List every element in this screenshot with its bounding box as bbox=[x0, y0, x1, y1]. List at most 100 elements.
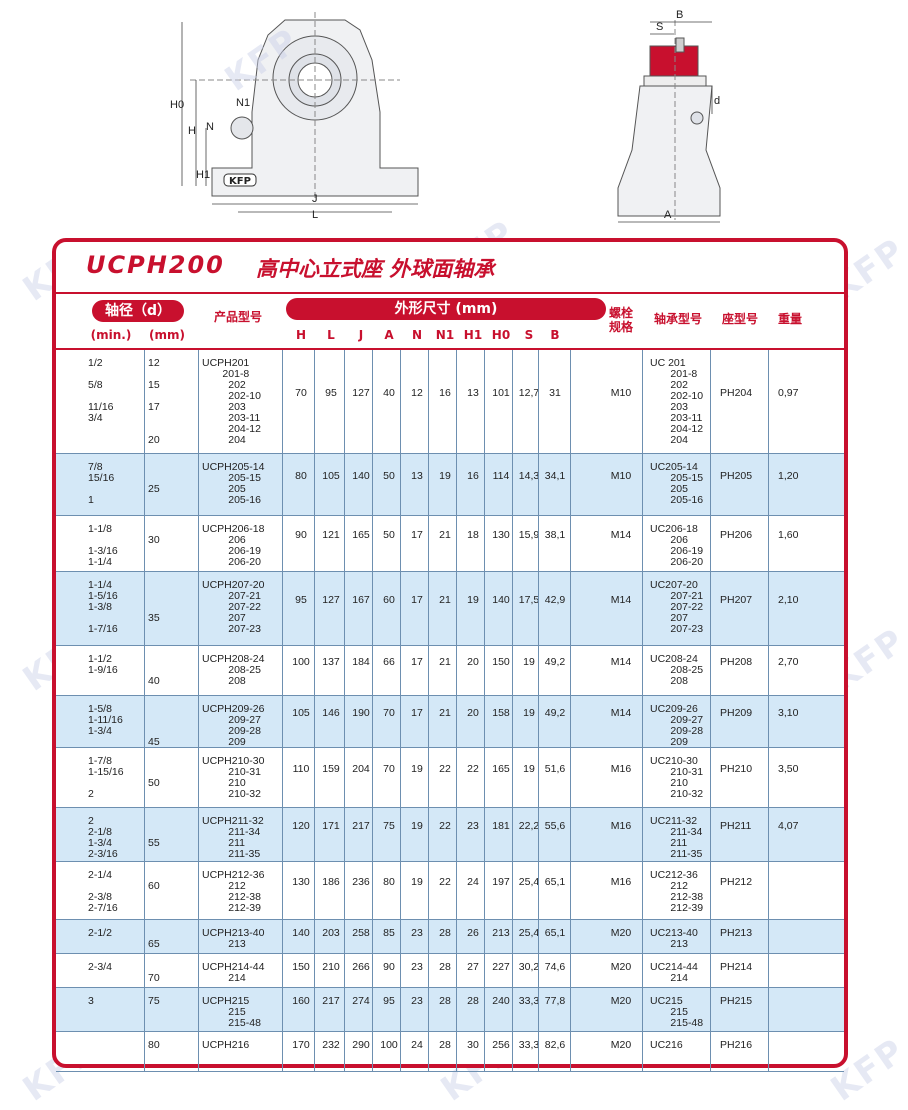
cell-s: 12,7 bbox=[518, 387, 540, 399]
cell-product: UCPH214-44 214 bbox=[202, 961, 265, 984]
column-divider bbox=[314, 350, 315, 1072]
cell-housing: PH206 bbox=[720, 529, 753, 541]
cell-n1: 28 bbox=[439, 961, 451, 973]
column-divider bbox=[512, 350, 513, 1072]
cell-n1: 28 bbox=[439, 927, 451, 939]
weight-header: 重量 bbox=[777, 312, 802, 326]
cell-h: 100 bbox=[292, 656, 310, 668]
cell-housing: PH212 bbox=[720, 876, 753, 888]
cell-bearing: UC213-40 213 bbox=[650, 927, 698, 950]
cell-weight: 1,20 bbox=[778, 470, 799, 482]
cell-bearing: UC210-30 210-31 210 210-32 bbox=[650, 755, 704, 800]
cell-bearing: UC214-44 214 bbox=[650, 961, 698, 984]
cell-h1: 18 bbox=[467, 529, 479, 541]
cell-product: UCPH201 201-8 202 202-10 203 203-11 204-… bbox=[202, 357, 261, 446]
cell-bearing: UC206-18 206 206-19 206-20 bbox=[650, 523, 704, 568]
cell-h1: 16 bbox=[467, 470, 479, 482]
cell-h: 90 bbox=[295, 529, 307, 541]
cell-mm: 50 bbox=[148, 777, 160, 789]
b-label: B bbox=[676, 9, 683, 21]
cell-n1: 16 bbox=[439, 387, 451, 399]
cell-housing: PH210 bbox=[720, 763, 753, 775]
cell-n: 13 bbox=[411, 470, 423, 482]
cell-n: 24 bbox=[411, 1039, 423, 1051]
cell-j: 266 bbox=[352, 961, 370, 973]
cell-b: 55,6 bbox=[544, 820, 566, 832]
cell-h0: 213 bbox=[492, 927, 510, 939]
cell-b: 34,1 bbox=[544, 470, 566, 482]
h1-label: H1 bbox=[196, 169, 210, 181]
n1-label: N1 bbox=[236, 97, 250, 109]
cell-h1: 24 bbox=[467, 876, 479, 888]
column-divider bbox=[282, 350, 283, 1072]
cell-weight: 3,50 bbox=[778, 763, 799, 775]
cell-h: 95 bbox=[295, 594, 307, 606]
cell-bolt: M16 bbox=[610, 820, 632, 832]
cell-l: 146 bbox=[322, 707, 340, 719]
cell-j: 184 bbox=[352, 656, 370, 668]
cell-h1: 23 bbox=[467, 820, 479, 832]
cell-mm: 55 bbox=[148, 837, 160, 849]
column-divider bbox=[710, 350, 711, 1072]
cell-l: 95 bbox=[325, 387, 337, 399]
cell-housing: PH207 bbox=[720, 594, 753, 606]
cell-h: 120 bbox=[292, 820, 310, 832]
cell-h0: 240 bbox=[492, 995, 510, 1007]
cell-j: 190 bbox=[352, 707, 370, 719]
cell-mm: 65 bbox=[148, 938, 160, 950]
cell-weight: 4,07 bbox=[778, 820, 799, 832]
column-divider bbox=[768, 350, 769, 1072]
cell-a: 70 bbox=[383, 707, 395, 719]
cell-n1: 21 bbox=[439, 707, 451, 719]
front-view-drawing bbox=[190, 12, 419, 200]
cell-bolt: M14 bbox=[610, 594, 632, 606]
column-divider bbox=[456, 350, 457, 1072]
title-bar: UCPH200 高中心立式座 外球面轴承 bbox=[56, 242, 844, 294]
cell-l: 217 bbox=[322, 995, 340, 1007]
cell-b: 49,2 bbox=[544, 656, 566, 668]
cell-inch: 1-1/8 1-3/16 1-1/4 bbox=[88, 523, 118, 568]
cell-inch: 2-3/4 bbox=[88, 961, 112, 973]
cell-product: UCPH205-14 205-15 205 205-16 bbox=[202, 461, 265, 506]
cell-housing: PH215 bbox=[720, 995, 753, 1007]
cell-b: 82,6 bbox=[544, 1039, 566, 1051]
cell-n: 17 bbox=[411, 656, 423, 668]
cell-a: 50 bbox=[383, 470, 395, 482]
j-label: J bbox=[312, 193, 318, 205]
cell-a: 95 bbox=[383, 995, 395, 1007]
cell-h: 140 bbox=[292, 927, 310, 939]
cell-n1: 21 bbox=[439, 529, 451, 541]
cell-a: 90 bbox=[383, 961, 395, 973]
cell-inch: 2 2-1/8 1-3/4 2-3/16 bbox=[88, 815, 118, 860]
cell-housing: PH214 bbox=[720, 961, 753, 973]
column-divider bbox=[372, 350, 373, 1072]
cell-s: 15,9 bbox=[518, 529, 540, 541]
cell-weight: 0,97 bbox=[778, 387, 799, 399]
cell-n: 19 bbox=[411, 820, 423, 832]
cell-bearing: UC212-36 212 212-38 212-39 bbox=[650, 869, 704, 914]
cell-mm: 70 bbox=[148, 972, 160, 984]
cell-h1: 27 bbox=[467, 961, 479, 973]
cell-a: 40 bbox=[383, 387, 395, 399]
cell-mm: 12 15 17 20 bbox=[148, 357, 160, 446]
cell-l: 121 bbox=[322, 529, 340, 541]
cell-bolt: M14 bbox=[610, 707, 632, 719]
dim-col-header: A bbox=[384, 328, 394, 342]
dim-col-header: S bbox=[524, 328, 534, 342]
cell-j: 140 bbox=[352, 470, 370, 482]
cell-mm: 40 bbox=[148, 675, 160, 687]
cell-n1: 22 bbox=[439, 763, 451, 775]
a-label: A bbox=[664, 209, 672, 221]
cell-h: 105 bbox=[292, 707, 310, 719]
dim-col-header: H0 bbox=[491, 328, 511, 342]
cell-mm: 25 bbox=[148, 483, 160, 495]
inch-min-header: (min.) bbox=[90, 328, 132, 342]
cell-n1: 28 bbox=[439, 995, 451, 1007]
product-model-header: 产品型号 bbox=[213, 310, 262, 324]
cell-s: 19 bbox=[523, 707, 535, 719]
cell-a: 66 bbox=[383, 656, 395, 668]
